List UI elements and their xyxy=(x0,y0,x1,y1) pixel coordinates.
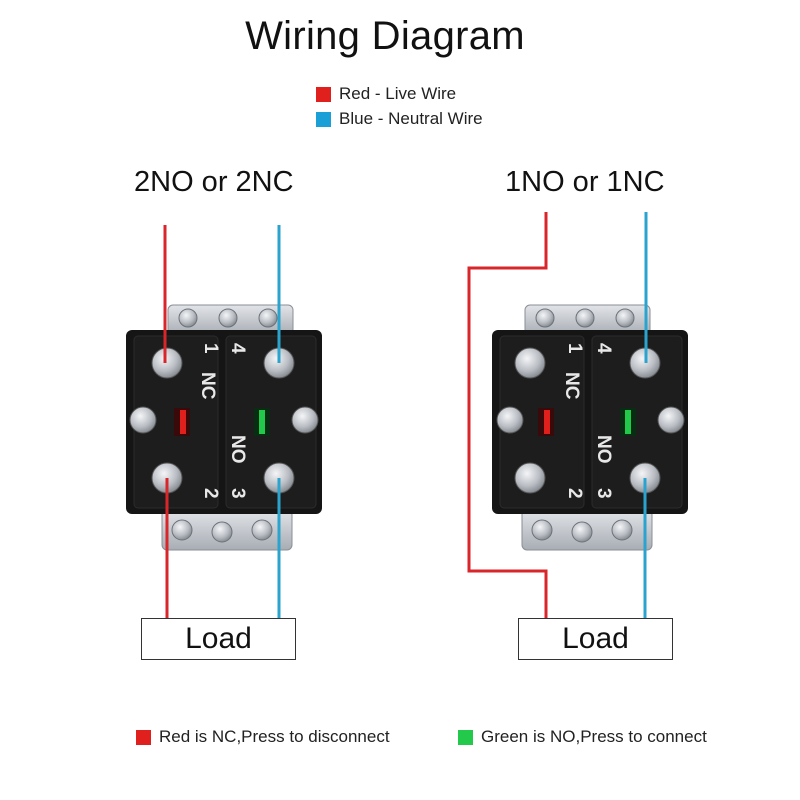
nc-indicator-red xyxy=(544,410,550,434)
plate-screw xyxy=(575,308,595,328)
no-indicator-green xyxy=(625,410,631,434)
load-box-right: Load xyxy=(518,618,673,660)
no-indicator-green xyxy=(259,410,265,434)
wires-left xyxy=(163,225,281,618)
legend-live: Red - Live Wire xyxy=(316,84,456,104)
load-box-left: Load xyxy=(141,618,296,660)
nc-label: NC xyxy=(561,372,582,400)
terminal-screw-2 xyxy=(514,462,546,494)
live-wire xyxy=(467,212,548,618)
terminal-label-2: 2 xyxy=(564,488,585,499)
legend-label: Blue - Neutral Wire xyxy=(339,109,483,128)
plate-screw xyxy=(611,519,633,541)
terminal-screw-1 xyxy=(151,347,183,379)
plate-screw xyxy=(531,519,553,541)
note-green-no: Green is NO,Press to connect xyxy=(458,727,707,747)
note-swatch-red xyxy=(136,729,151,745)
side-screw xyxy=(129,406,157,434)
terminal-label-4: 4 xyxy=(227,343,248,354)
plate-screw xyxy=(211,521,233,543)
terminal-label-3: 3 xyxy=(593,488,614,499)
terminal-label-4: 4 xyxy=(593,343,614,354)
switch-left: 1 NC 2 4 NO 3 xyxy=(126,304,322,551)
wires-right xyxy=(467,212,648,618)
note-red-nc: Red is NC,Press to disconnect xyxy=(136,727,390,747)
legend-label: Red - Live Wire xyxy=(339,84,457,103)
terminal-label-1: 1 xyxy=(200,343,221,354)
legend-swatch-blue xyxy=(316,111,331,127)
terminal-label-1: 1 xyxy=(564,343,585,354)
plate-screw xyxy=(251,519,273,541)
plate-screw xyxy=(178,308,198,328)
side-screw xyxy=(496,406,524,434)
legend-neutral: Blue - Neutral Wire xyxy=(316,109,483,129)
legend-swatch-red xyxy=(316,86,331,102)
plate-screw xyxy=(258,308,278,328)
config-title-1no-1nc: 1NO or 1NC xyxy=(505,166,665,198)
nc-indicator-red xyxy=(180,410,186,434)
terminal-label-3: 3 xyxy=(227,488,248,499)
nc-label: NC xyxy=(197,372,218,400)
terminal-screw-1 xyxy=(514,347,546,379)
plate-screw xyxy=(218,308,238,328)
config-title-2no-2nc: 2NO or 2NC xyxy=(134,166,294,198)
side-screw xyxy=(657,406,685,434)
no-label: NO xyxy=(227,435,248,464)
note-label: Red is NC,Press to disconnect xyxy=(159,727,390,746)
no-label: NO xyxy=(593,435,614,464)
switch-right: 1 NC 2 4 NO 3 xyxy=(492,304,688,551)
plate-screw xyxy=(571,521,593,543)
plate-screw xyxy=(535,308,555,328)
plate-screw xyxy=(615,308,635,328)
side-screw xyxy=(291,406,319,434)
note-label: Green is NO,Press to connect xyxy=(481,727,707,746)
terminal-label-2: 2 xyxy=(200,488,221,499)
note-swatch-green xyxy=(458,729,473,745)
page-title: Wiring Diagram xyxy=(245,14,525,58)
plate-screw xyxy=(171,519,193,541)
